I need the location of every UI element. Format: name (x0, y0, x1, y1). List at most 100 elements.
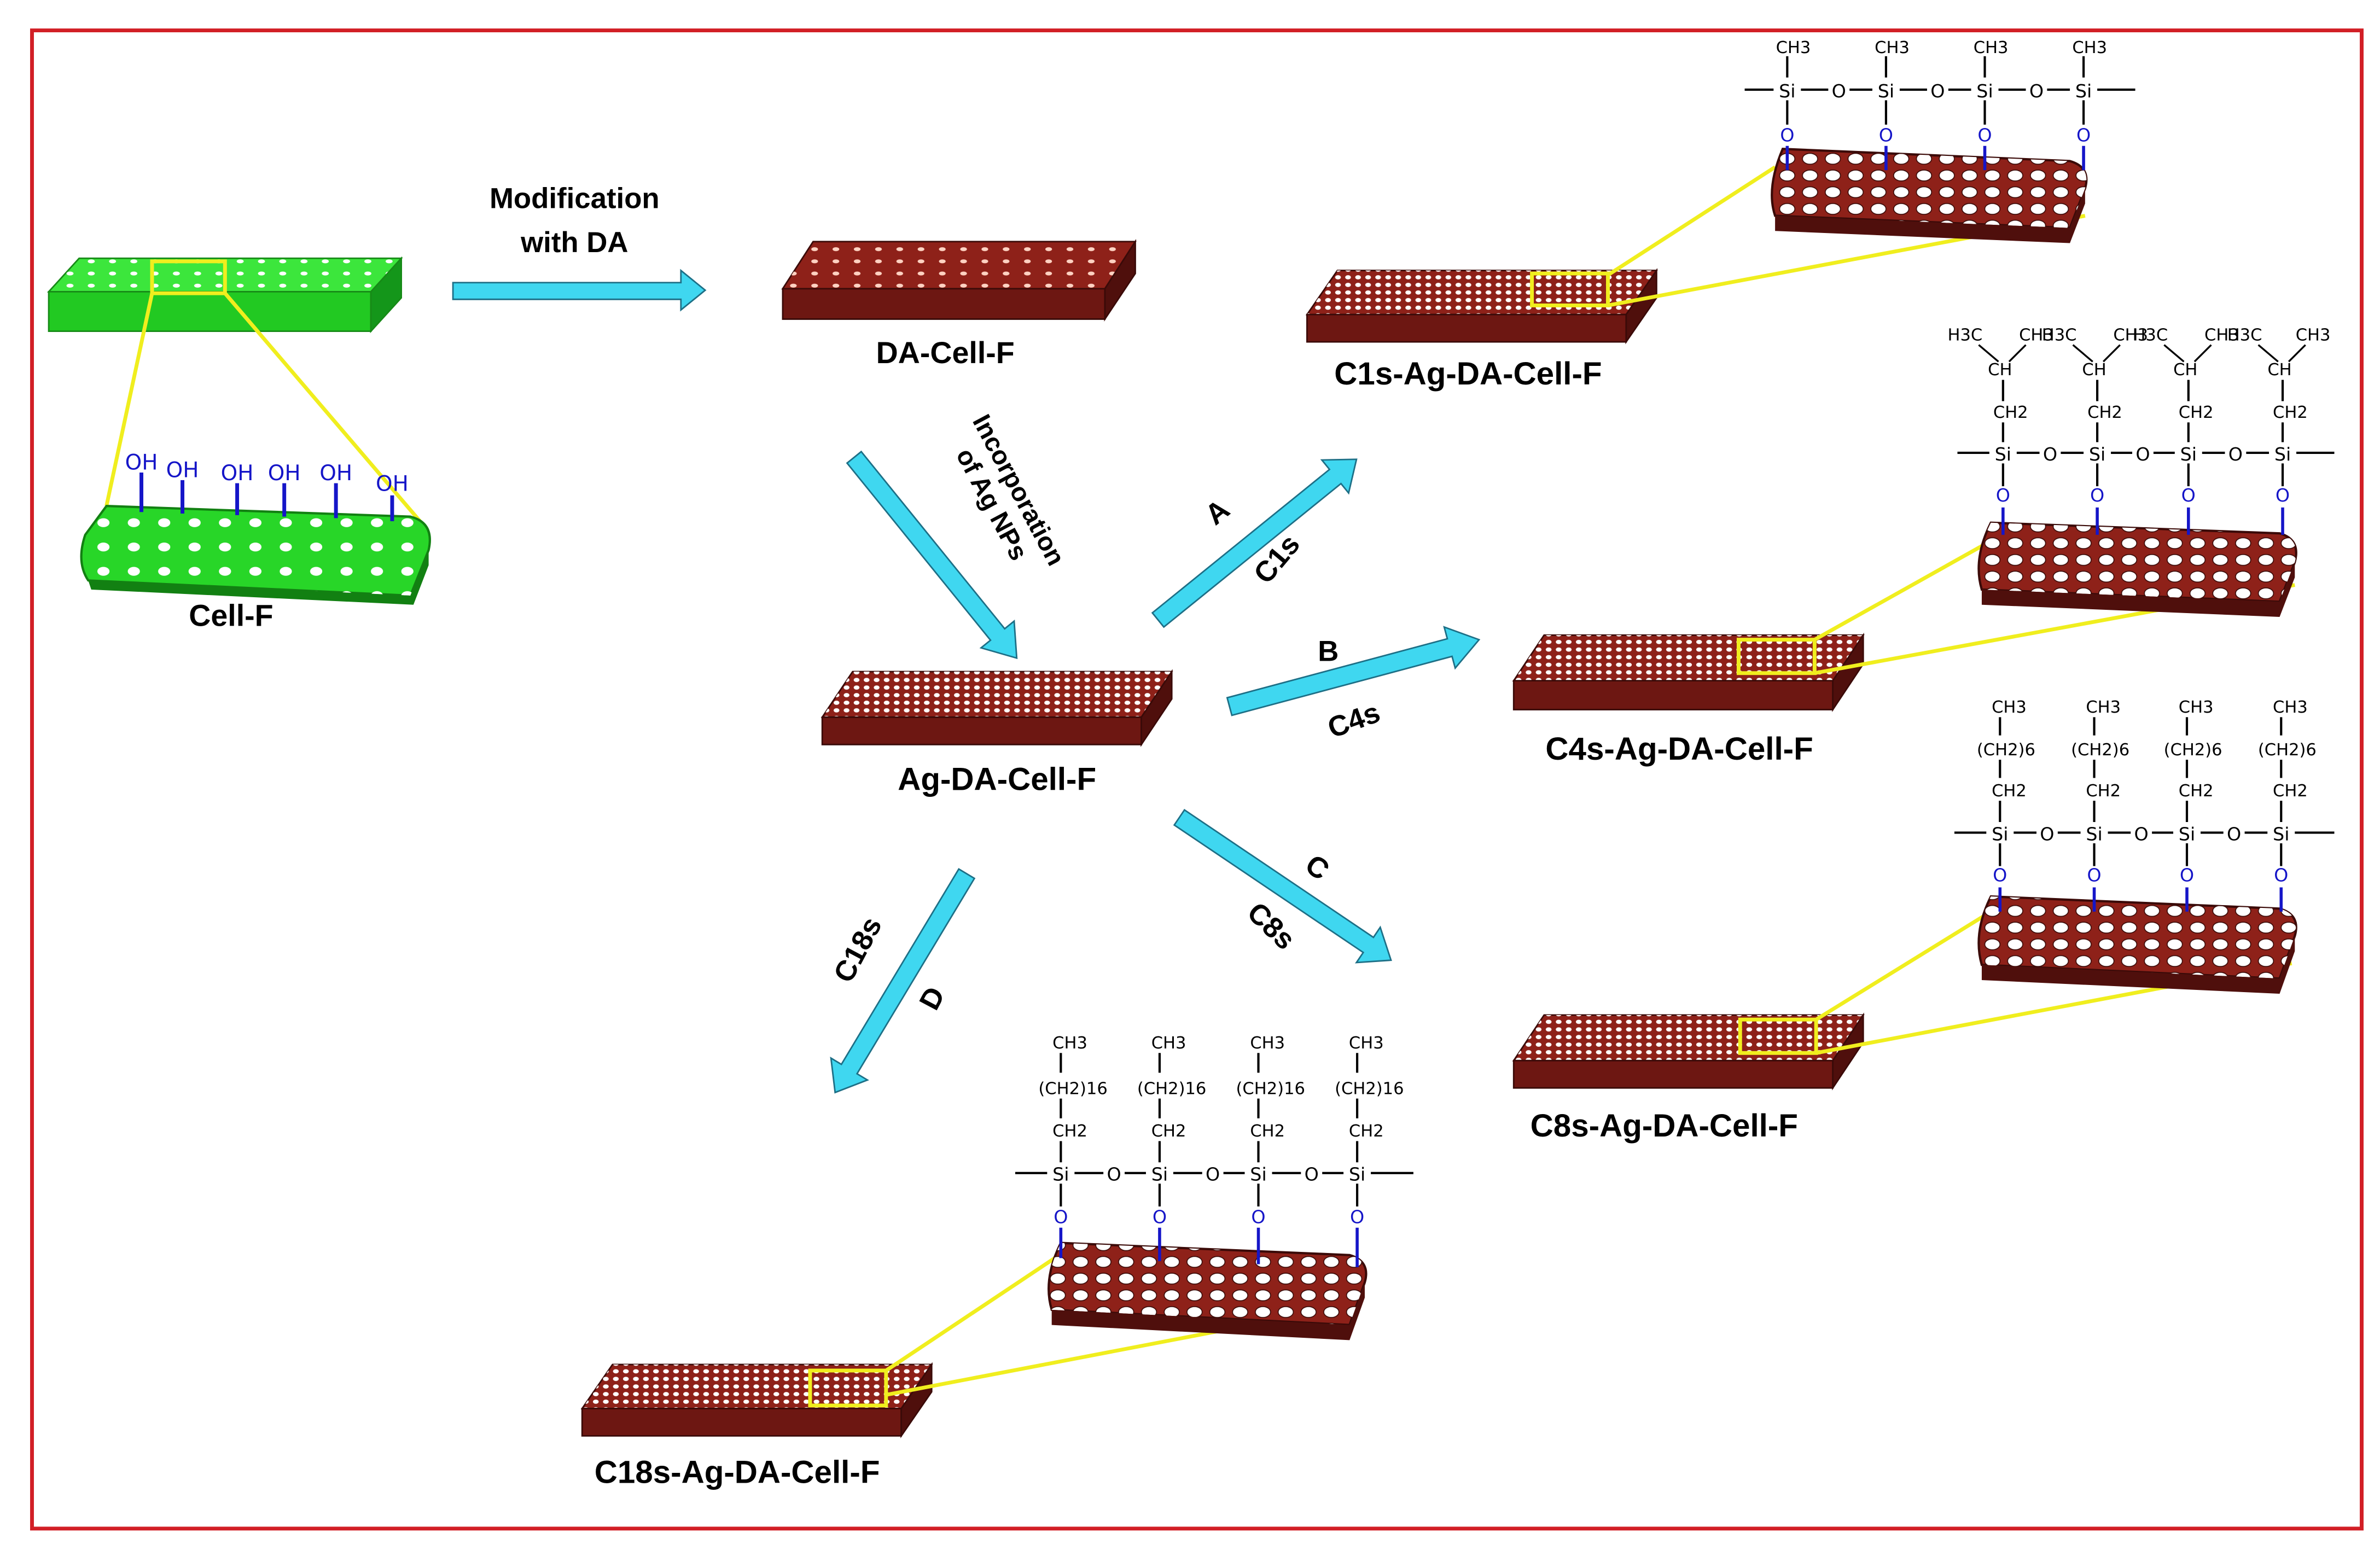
c18s-product-label: C18s-Ag-DA-Cell-F (595, 1455, 880, 1490)
silicon-label: Si (2274, 444, 2291, 465)
methylene-label: CH2 (1052, 1122, 1087, 1141)
silicon-label: Si (2179, 823, 2195, 844)
isobutyl-h3c-label: H3C (1948, 325, 1983, 345)
bridging-oxygen-label: O (1206, 1164, 1220, 1185)
route-c-arrow (1173, 808, 1392, 964)
oxygen-bond-label: O (2090, 485, 2104, 506)
silicon-label: Si (1250, 1164, 1266, 1185)
hydroxyl-label: OH (166, 458, 199, 482)
isobutyl-ch3-label: CH3 (2019, 325, 2054, 345)
bridging-oxygen-label: O (2135, 444, 2150, 465)
isobutyl-h3c-label: H3C (2133, 325, 2168, 345)
cell-f-sheet (46, 256, 403, 334)
methyl-label: CH3 (1992, 698, 2027, 717)
methyl-label: CH3 (1974, 38, 2009, 57)
c4s-product-label: C4s-Ag-DA-Cell-F (1545, 731, 1813, 767)
methyl-label: CH3 (2179, 698, 2214, 717)
bridging-oxygen-label: O (2227, 823, 2241, 844)
c4s-product-sheet (1512, 632, 1865, 713)
silicon-label: Si (1052, 1164, 1069, 1185)
c8s-zoom-box (1738, 1017, 1818, 1055)
methylene-label: CH2 (2087, 403, 2122, 422)
methylene-label: CH2 (2273, 403, 2308, 422)
c18s-product-sheet (580, 1362, 933, 1438)
silicon-label: Si (1779, 80, 1795, 102)
c8s-product-sheet (1512, 1012, 1865, 1091)
hydroxyl-groups: OH OH OH OH OH OH (125, 450, 409, 521)
chain-c18-label: (CH2)16 (1335, 1079, 1404, 1098)
oxygen-bond-label: O (1780, 124, 1794, 145)
methylene-label: CH2 (1349, 1122, 1384, 1141)
oxygen-bond-label: O (2181, 485, 2196, 506)
oxygen-bond-label: O (1054, 1206, 1068, 1227)
isobutyl-ch3-label: CH3 (2113, 325, 2148, 345)
chain-c8-label: (CH2)6 (2164, 741, 2222, 760)
isobutyl-ch3-label: CH3 (2204, 325, 2239, 345)
cell-f-zoom-sheet (80, 505, 431, 605)
isobutyl-h3c-label: H3C (2042, 325, 2077, 345)
c18s-siloxane-structure: CH3 (CH2)16 CH2 Si O CH3 (CH2)16 CH2 Si … (1015, 1034, 1413, 1268)
da-cell-f-sheet (781, 239, 1137, 322)
silicon-label: Si (1976, 80, 1993, 102)
modification-label: Modification (490, 183, 660, 215)
bridging-oxygen-label: O (2134, 823, 2149, 844)
route-a-arrow (1151, 458, 1358, 628)
methyl-label: CH3 (2273, 698, 2308, 717)
methylene-label: CH2 (2273, 782, 2308, 801)
silicon-label: Si (2086, 823, 2102, 844)
bridging-oxygen-label: O (2040, 823, 2054, 844)
ag-da-cell-f-sheet (821, 669, 1173, 747)
route-c-letter: C (1299, 848, 1335, 887)
methylene-label: CH2 (1993, 403, 2028, 422)
silicon-label: Si (2089, 444, 2105, 465)
methyl-label: CH3 (1250, 1034, 1285, 1053)
methine-label: CH (2267, 360, 2291, 380)
bridging-oxygen-label: O (1930, 80, 1945, 102)
c18s-zoom-box (808, 1368, 888, 1408)
bridging-oxygen-label: O (1107, 1164, 1121, 1185)
silicon-label: Si (2075, 80, 2092, 102)
silicon-label: Si (1995, 444, 2011, 465)
methyl-label: CH3 (1776, 38, 1811, 57)
oxygen-bond-label: O (2274, 864, 2288, 885)
hydroxyl-label: OH (125, 450, 158, 475)
silicon-label: Si (1349, 1164, 1365, 1185)
oxygen-bond-label: O (2087, 864, 2101, 885)
hydroxyl-label: OH (319, 461, 352, 486)
c4s-siloxane-structure: H3C CH3 CH CH2 Si O H3C CH3 CH CH2 Si (1948, 325, 2335, 535)
methyl-label: CH3 (1052, 1034, 1087, 1053)
oxygen-bond-label: O (1251, 1206, 1265, 1227)
outer-frame (30, 28, 2364, 1531)
methylene-label: CH2 (1250, 1122, 1285, 1141)
bridging-oxygen-label: O (1305, 1164, 1319, 1185)
methyl-label: CH3 (1151, 1034, 1186, 1053)
oxygen-bond-label: O (1153, 1206, 1167, 1227)
cell-f-label: Cell-F (189, 599, 273, 633)
cell-f-zoom-lines (104, 292, 424, 526)
c4s-zoom-box (1736, 638, 1817, 675)
hydroxyl-label: OH (268, 461, 301, 486)
chain-c18-label: (CH2)16 (1236, 1079, 1305, 1098)
bridging-oxygen-label: O (2228, 444, 2243, 465)
chain-c8-label: (CH2)6 (2258, 741, 2317, 760)
silicon-label: Si (1992, 823, 2008, 844)
silicon-label: Si (2180, 444, 2197, 465)
hydroxyl-label: OH (376, 471, 409, 496)
modification-arrow (452, 269, 707, 312)
oxygen-bond-label: O (2180, 864, 2194, 885)
c4s-zoom-sheet (1977, 521, 2297, 617)
methylene-label: CH2 (2179, 782, 2214, 801)
methylene-label: CH2 (1992, 782, 2027, 801)
silicon-label: Si (2273, 823, 2289, 844)
methylene-label: CH2 (2086, 782, 2121, 801)
route-d-arrow (830, 867, 976, 1094)
methyl-label: CH3 (2086, 698, 2121, 717)
oxygen-bond-label: O (1350, 1206, 1364, 1227)
oxygen-bond-label: O (1996, 485, 2010, 506)
incorporation-arrow (846, 450, 1018, 660)
c8s-product-label: C8s-Ag-DA-Cell-F (1531, 1108, 1798, 1144)
ag-da-cell-f-label: Ag-DA-Cell-F (898, 762, 1096, 797)
c1s-siloxane-structure: CH3 Si O CH3 Si O CH3 Si O CH3 (1744, 38, 2135, 171)
methine-label: CH (1988, 360, 2012, 380)
